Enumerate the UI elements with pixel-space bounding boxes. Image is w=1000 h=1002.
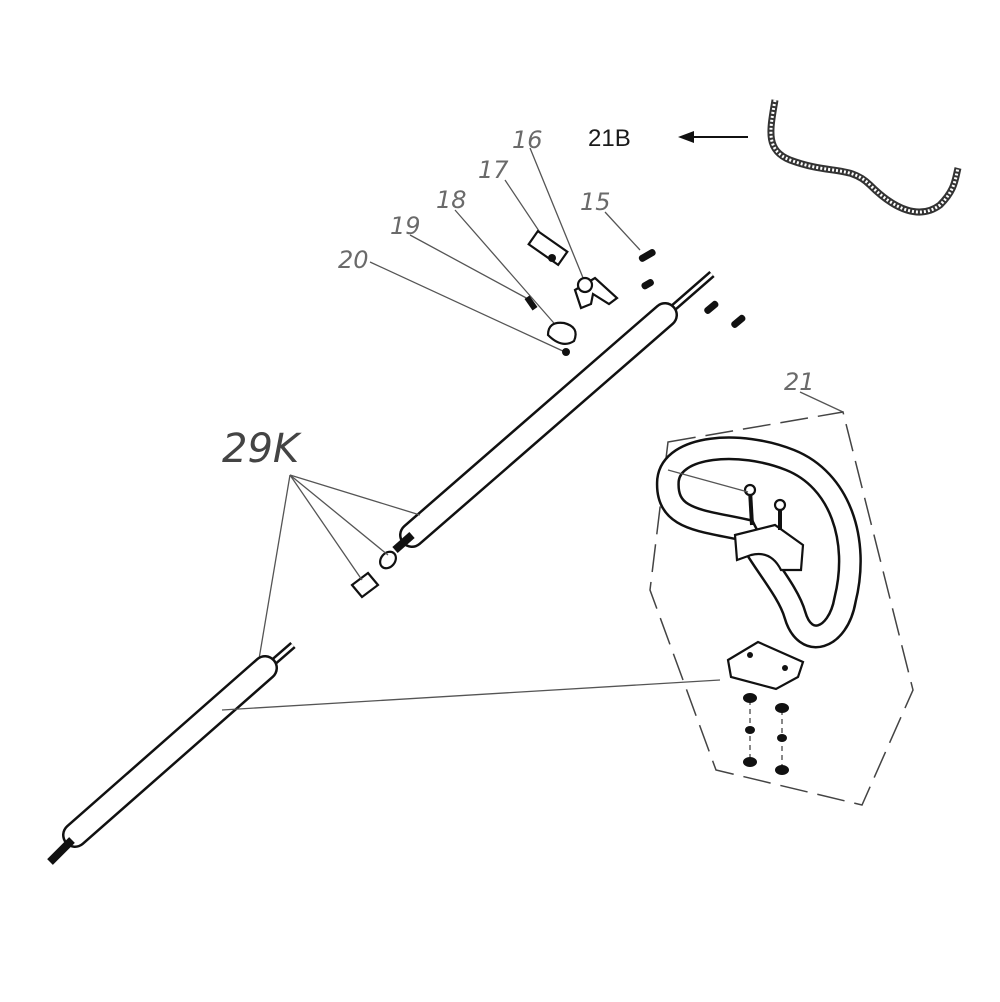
label-18: 18 [436,186,467,214]
washers-nuts [743,693,789,775]
label-20: 20 [338,246,369,274]
label-19: 19 [390,212,421,240]
arrow-icon [678,131,748,143]
group-21-outline [649,411,914,806]
loop-handle [655,436,862,649]
lower-shaft [47,641,296,865]
leader-handle-mount [221,679,721,711]
label-16: 16 [512,126,543,154]
upper-shaft [350,270,715,599]
leader-21 [799,391,844,413]
label-29k: 29K [222,426,302,472]
label-15: 15 [580,188,611,216]
label-17: 17 [478,156,509,184]
label-21: 21 [784,368,815,396]
cable-21b [767,99,962,216]
leader-29k [257,474,421,666]
clamp-parts [524,229,746,356]
leader-bolt [667,469,749,493]
handle-clamp [726,640,805,691]
leader-lines [369,147,641,353]
label-21b: 21B [588,125,631,152]
